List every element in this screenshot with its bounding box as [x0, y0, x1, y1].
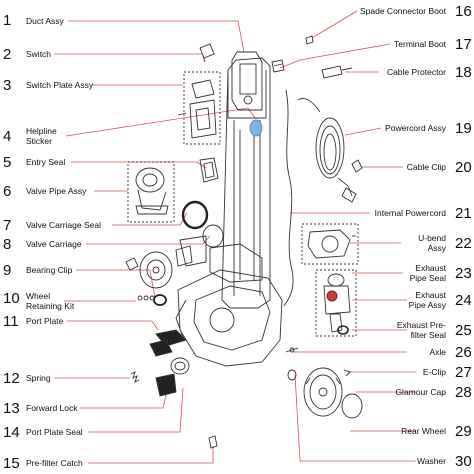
helpline-sticker	[249, 119, 263, 137]
part-label-11: Port Plate	[26, 316, 64, 326]
leader-lines	[54, 10, 416, 464]
part-label-6: Valve Pipe Assy	[26, 186, 87, 196]
switch-plate-assy	[177, 79, 217, 139]
bearing-clip	[153, 294, 167, 306]
cable-protector	[321, 65, 353, 79]
part-number-24: 24	[455, 292, 472, 309]
part-label-26: Axle	[429, 347, 446, 357]
part-label-13: Forward Lock	[26, 403, 78, 413]
part-label-1: Duct Assy	[26, 16, 64, 26]
part-label-12: Spring	[26, 373, 51, 383]
part-label-8: Valve Carriage	[26, 239, 82, 249]
part-number-17: 17	[455, 36, 472, 53]
part-number-9: 9	[3, 262, 12, 279]
part-number-6: 6	[3, 183, 12, 200]
switch	[199, 43, 215, 63]
part-number-20: 20	[455, 159, 472, 176]
part-label-7: Valve Carriage Seal	[26, 220, 101, 230]
part-number-5: 5	[3, 154, 12, 171]
powercord-assy	[297, 98, 357, 203]
part-label-25: Exhaust Pre-filter Seal	[396, 320, 446, 340]
exhaust-pipe-assy-box	[315, 269, 357, 337]
port-plate-seal	[170, 357, 190, 375]
part-number-30: 30	[455, 453, 472, 470]
part-label-3: Switch Plate Assy	[26, 80, 94, 90]
duct-assy	[231, 51, 263, 111]
part-label-4: Helpline Sticker	[26, 126, 57, 146]
e-clip	[343, 369, 351, 377]
part-number-19: 19	[455, 120, 472, 137]
cable-clip	[351, 159, 363, 173]
terminal-boot	[271, 59, 285, 73]
part-label-18: Cable Protector	[386, 67, 446, 77]
rear-wheel	[303, 367, 343, 417]
exhaust-pre-filter-seal	[337, 325, 349, 335]
part-label-23: Exhaust Pipe Seal	[409, 263, 446, 283]
part-number-26: 26	[455, 344, 472, 361]
part-label-19: Powercord Assy	[385, 123, 446, 133]
part-label-30: Washer	[417, 456, 446, 466]
entry-seal	[199, 157, 219, 183]
left-wheel	[125, 251, 173, 289]
part-label-21: Internal Powercord	[374, 208, 446, 218]
part-number-16: 16	[455, 3, 472, 20]
u-bend-assy-box	[301, 223, 359, 265]
part-label-20: Cable Clip	[406, 162, 446, 172]
switch-plate-assy-box	[183, 71, 221, 145]
part-label-15: Pre-filter Catch	[26, 458, 83, 468]
part-number-3: 3	[3, 77, 12, 94]
axle	[285, 347, 299, 353]
part-label-17: Terminal Boot	[394, 39, 446, 49]
forward-lock	[155, 373, 177, 397]
spring	[130, 371, 140, 383]
part-label-24: Exhaust Pipe Assy	[408, 290, 446, 310]
internal-powercord	[283, 89, 294, 307]
exhaust-pipe-assy	[323, 273, 351, 333]
part-number-25: 25	[455, 322, 472, 339]
part-number-12: 12	[3, 370, 20, 387]
part-label-28: Glamour Cap	[395, 387, 446, 397]
pre-filter-catch	[208, 435, 218, 449]
part-label-16: Spade Connector Boot	[359, 6, 446, 16]
part-label-9: Bearing Clip	[26, 265, 73, 275]
valve-carriage	[175, 224, 224, 267]
part-number-4: 4	[3, 128, 12, 145]
glamour-cap	[341, 393, 363, 419]
spade-connector-boot	[305, 35, 314, 45]
part-number-11: 11	[3, 313, 19, 330]
part-number-8: 8	[3, 236, 12, 253]
part-number-10: 10	[3, 290, 20, 307]
part-number-2: 2	[3, 46, 12, 63]
part-label-5: Entry Seal	[26, 157, 66, 167]
valve-carriage-seal	[181, 200, 209, 230]
part-number-21: 21	[455, 205, 472, 222]
ball-base	[175, 243, 283, 367]
part-label-27: E-Clip	[422, 367, 446, 377]
u-bend-assy	[307, 229, 356, 259]
part-number-23: 23	[455, 265, 472, 282]
valve-pipe-assy	[135, 167, 169, 215]
part-number-7: 7	[3, 217, 12, 234]
part-label-10: Wheel Retaining Kit	[26, 291, 75, 311]
port-plate	[149, 329, 187, 357]
part-label-14: Port Plate Seal	[26, 427, 83, 437]
wheel-retaining-kit	[137, 295, 155, 301]
part-number-28: 28	[455, 384, 472, 401]
part-number-18: 18	[455, 64, 472, 81]
part-number-13: 13	[3, 400, 20, 417]
part-number-27: 27	[455, 364, 472, 381]
washer	[287, 369, 297, 381]
part-label-2: Switch	[26, 49, 52, 59]
part-number-29: 29	[455, 423, 472, 440]
part-label-29: Rear Wheel	[401, 426, 446, 436]
main-body-frame	[221, 57, 271, 309]
valve-pipe-assy-box	[127, 161, 175, 223]
part-number-15: 15	[3, 455, 20, 472]
part-number-22: 22	[455, 235, 472, 252]
part-label-22: U-bend Assy	[418, 233, 446, 253]
part-number-1: 1	[3, 12, 12, 29]
part-number-14: 14	[3, 424, 20, 441]
